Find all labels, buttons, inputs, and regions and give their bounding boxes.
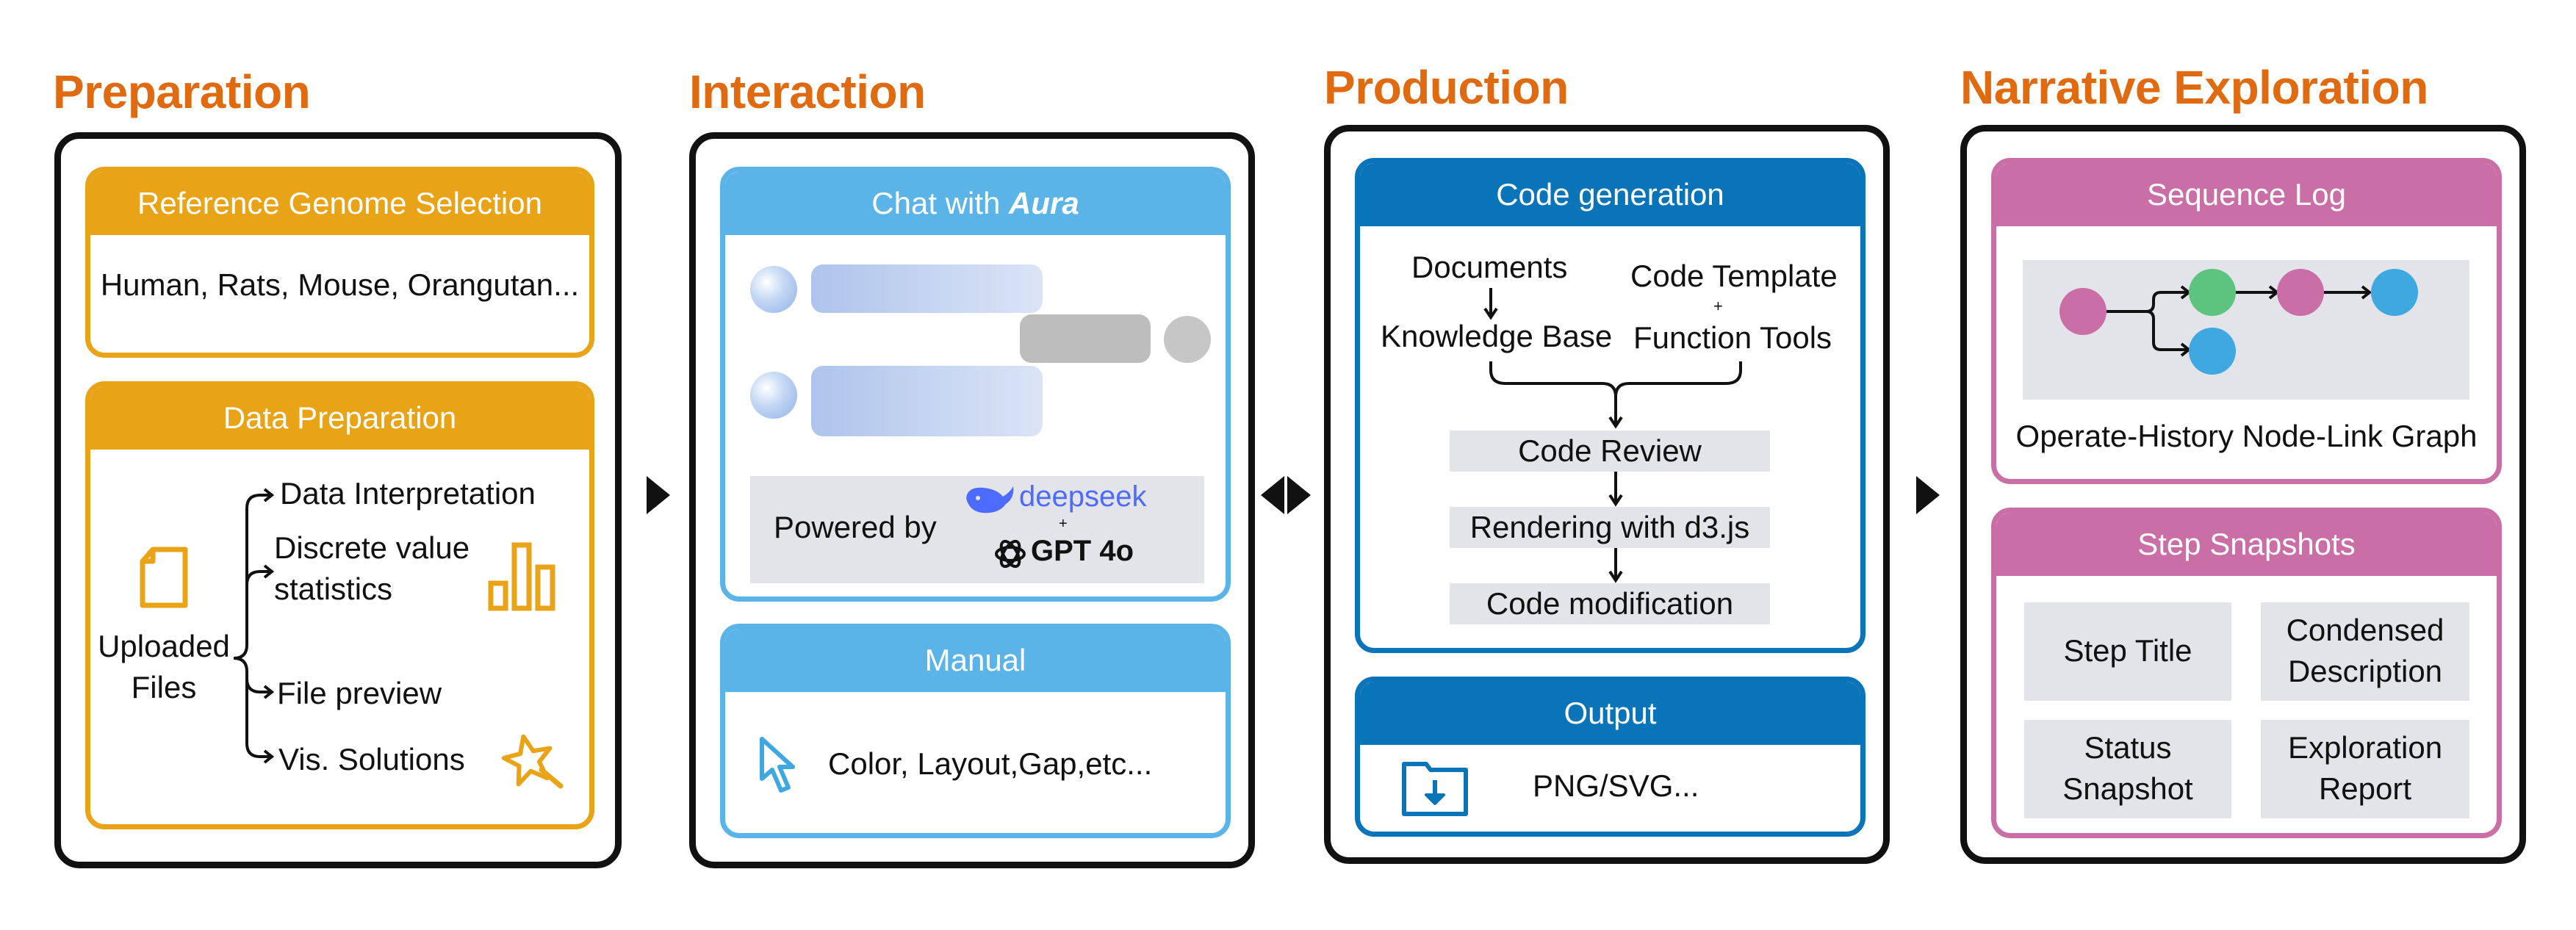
gpt4o-label: GPT 4o <box>1031 535 1134 567</box>
code-review-label: Code Review <box>1518 433 1702 468</box>
output-card-header: Output <box>1360 682 1860 745</box>
branch-statistics: statistics <box>274 572 393 606</box>
branch-brace <box>233 488 275 764</box>
assistant-name: Aura <box>1009 186 1079 220</box>
chat-card-header: Chat with Aura <box>725 172 1226 235</box>
magic-star-icon <box>501 734 564 789</box>
output-card: Output PNG/SVG... <box>1355 677 1866 837</box>
data-preparation-title: Data Preparation <box>223 400 457 435</box>
model-plus-sign: + <box>1059 516 1068 532</box>
code-review-step: Code Review <box>1450 430 1770 472</box>
genome-options-text: Human, Rats, Mouse, Orangutan... <box>100 267 580 302</box>
assistant-message-2 <box>811 366 1043 436</box>
cursor-icon <box>760 737 795 793</box>
narrative-panel: Sequence Log Operate-History Node-Link G… <box>1960 125 2526 864</box>
tile-condensed-description: Condensed Description <box>2261 602 2469 701</box>
assistant-avatar-1 <box>750 266 797 313</box>
production-panel: Code generation Documents Knowledge Base… <box>1324 125 1890 864</box>
openai-icon <box>995 539 1026 569</box>
code-generation-card: Code generation Documents Knowledge Base… <box>1355 158 1866 653</box>
deepseek-label: deepseek <box>1019 480 1147 513</box>
output-formats-text: PNG/SVG... <box>1533 768 1699 803</box>
node-link-graph-drawing <box>2059 269 2418 375</box>
history-node-pink <box>2277 269 2324 316</box>
tile-description-label: Description <box>2287 654 2443 688</box>
genome-card-title: Reference Genome Selection <box>137 186 542 220</box>
documents-label: Documents <box>1411 250 1568 284</box>
bar-chart-icon <box>488 542 555 611</box>
file-icon <box>140 547 188 608</box>
stage-title-narrative: Narrative Exploration <box>1960 61 2428 114</box>
rendering-step: Rendering with d3.js <box>1450 507 1770 548</box>
history-node-green <box>2189 269 2236 316</box>
tile-exploration-report: Exploration Report <box>2261 720 2469 818</box>
user-message-1 <box>1020 314 1151 363</box>
genome-selection-card: Reference Genome Selection Human, Rats, … <box>85 167 594 358</box>
branch-file-preview: File preview <box>277 676 442 710</box>
chat-header-prefix: Chat with <box>871 186 1010 220</box>
rendering-label: Rendering with d3.js <box>1469 510 1750 544</box>
tile-step-title-label: Step Title <box>2063 633 2192 668</box>
code-template-label: Code Template <box>1630 259 1838 293</box>
data-preparation-card: Data Preparation Uploaded Files Data Int… <box>85 381 594 829</box>
flow-arrow-1 <box>647 476 670 514</box>
code-flow-connectors <box>1483 288 1742 583</box>
deepseek-whale-icon <box>966 486 1014 513</box>
history-node-end <box>2371 269 2418 316</box>
branch-vis-solutions: Vis. Solutions <box>278 742 465 776</box>
tile-status-label: Status <box>2084 730 2172 765</box>
tile-condensed-label: Condensed <box>2286 613 2444 647</box>
step-snapshots-card: Step Snapshots Step Title Condensed Desc… <box>1991 508 2502 838</box>
sequence-log-header: Sequence Log <box>1996 163 2497 226</box>
step-snapshots-header: Step Snapshots <box>1996 513 2497 576</box>
tile-snapshot-label: Snapshot <box>2062 771 2193 806</box>
knowledge-base-label: Knowledge Base <box>1381 319 1613 353</box>
tile-report-label: Report <box>2318 771 2412 806</box>
branch-data-interpretation: Data Interpretation <box>280 476 536 511</box>
stage-title-production: Production <box>1324 61 1569 114</box>
output-card-title: Output <box>1564 696 1657 730</box>
chat-card: Chat with Aura Powered by deepseek + <box>720 167 1231 602</box>
genome-card-header: Reference Genome Selection <box>90 172 589 235</box>
interaction-panel: Chat with Aura Powered by deepseek + <box>689 132 1255 868</box>
sequence-log-title: Sequence Log <box>2147 177 2346 212</box>
flow-arrow-back <box>1261 476 1284 514</box>
manual-card-header: Manual <box>725 629 1226 692</box>
assistant-message-1 <box>811 264 1043 313</box>
manual-card: Manual Color, Layout,Gap,etc... <box>720 624 1231 838</box>
function-tools-label: Function Tools <box>1633 320 1832 355</box>
flow-arrow-3 <box>1916 476 1940 514</box>
user-avatar <box>1164 316 1211 363</box>
powered-by-label: Powered by <box>774 510 937 544</box>
download-folder-icon <box>1402 762 1468 816</box>
files-label: Files <box>131 670 197 704</box>
tile-step-title: Step Title <box>2024 602 2231 701</box>
data-preparation-header: Data Preparation <box>90 386 589 450</box>
sequence-log-card: Sequence Log Operate-History Node-Link G… <box>1991 158 2502 484</box>
code-generation-title: Code generation <box>1496 177 1724 212</box>
uploaded-label: Uploaded <box>98 629 230 663</box>
stage-title-preparation: Preparation <box>53 65 311 118</box>
graph-caption: Operate-History Node-Link Graph <box>2015 419 2478 453</box>
branch-discrete-value: Discrete value <box>274 530 470 565</box>
manual-card-title: Manual <box>924 643 1026 677</box>
history-node-branch <box>2189 328 2236 375</box>
template-plus-sign: + <box>1713 297 1723 315</box>
node-link-graph <box>2023 260 2469 400</box>
manual-options-text: Color, Layout,Gap,etc... <box>828 746 1153 781</box>
history-node-start <box>2059 288 2107 335</box>
step-snapshots-title: Step Snapshots <box>2137 527 2356 561</box>
assistant-avatar-2 <box>750 372 797 419</box>
preparation-panel: Reference Genome Selection Human, Rats, … <box>54 132 622 868</box>
code-generation-header: Code generation <box>1360 163 1860 226</box>
code-modification-label: Code modification <box>1486 586 1734 621</box>
stage-title-interaction: Interaction <box>689 65 926 118</box>
powered-by-box: Powered by deepseek + GPT 4o <box>750 476 1204 583</box>
code-modification-step: Code modification <box>1450 583 1770 624</box>
tile-exploration-label: Exploration <box>2287 730 2443 765</box>
flow-arrow-2 <box>1287 476 1311 514</box>
tile-status-snapshot: Status Snapshot <box>2024 720 2231 818</box>
